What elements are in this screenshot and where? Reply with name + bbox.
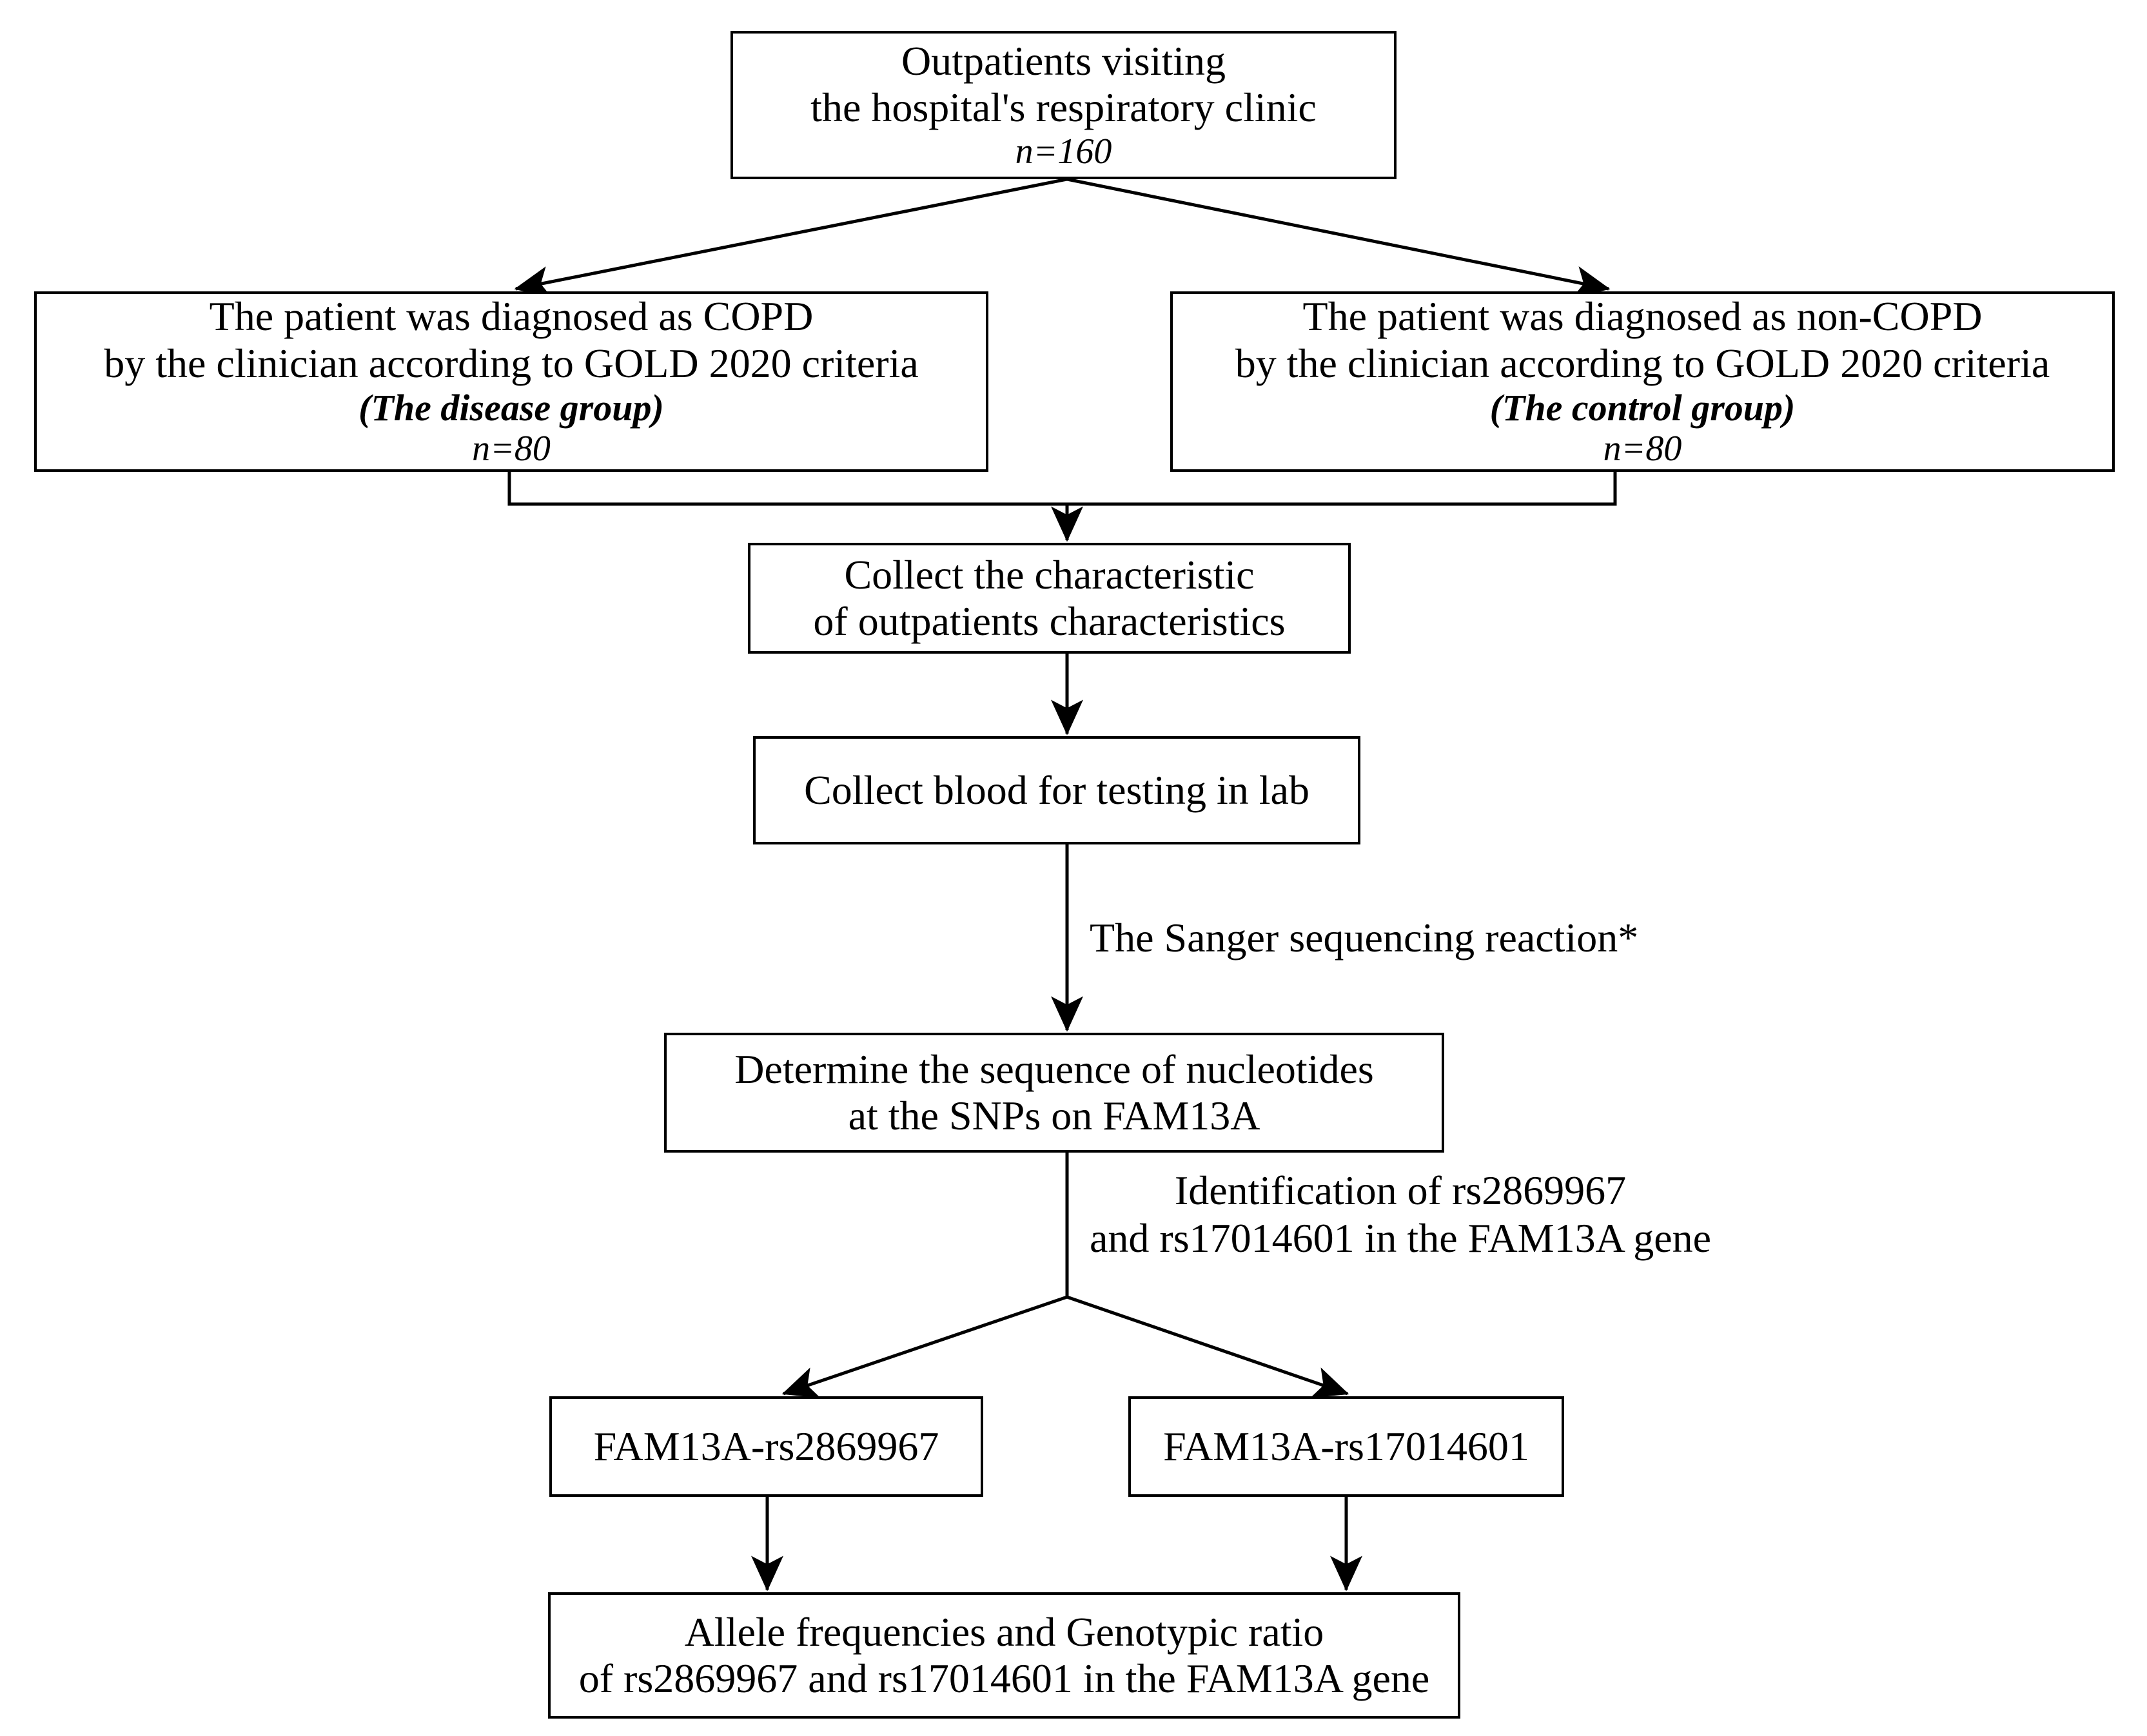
- node-collect-characteristics-line1: Collect the characteristic: [844, 551, 1255, 598]
- node-disease-group-tag: (The disease group): [358, 386, 664, 429]
- node-control-group-line1: The patient was diagnosed as non-COPD: [1302, 293, 1983, 340]
- node-control-group-tag: (The control group): [1489, 386, 1796, 429]
- node-snp-rs2869967[interactable]: FAM13A-rs2869967: [549, 1396, 983, 1497]
- node-disease-group-line1: The patient was diagnosed as COPD: [209, 293, 814, 340]
- node-results-line2: of rs2869967 and rs17014601 in the FAM13…: [578, 1655, 1430, 1701]
- node-results-line1: Allele frequencies and Genotypic ratio: [684, 1608, 1324, 1655]
- node-disease-group[interactable]: The patient was diagnosed as COPD by the…: [34, 291, 988, 472]
- edge-label-identification-line2: and rs17014601 in the FAM13A gene: [1090, 1214, 1712, 1261]
- node-determine-sequence[interactable]: Determine the sequence of nucleotides at…: [664, 1033, 1444, 1153]
- node-disease-group-line2: by the clinician according to GOLD 2020 …: [104, 340, 919, 386]
- node-outpatients-line1: Outpatients visiting: [901, 38, 1226, 84]
- edge-sequence-to-snp-right: [1066, 1295, 1349, 1398]
- node-results[interactable]: Allele frequencies and Genotypic ratio o…: [548, 1592, 1460, 1719]
- edge-outpatients-to-disease: [514, 177, 1068, 298]
- node-collect-characteristics[interactable]: Collect the characteristic of outpatient…: [748, 543, 1351, 654]
- node-snp-rs2869967-line1: FAM13A-rs2869967: [593, 1423, 939, 1469]
- node-collect-blood[interactable]: Collect blood for testing in lab: [753, 736, 1360, 844]
- node-determine-sequence-line1: Determine the sequence of nucleotides: [734, 1046, 1374, 1092]
- node-determine-sequence-line2: at the SNPs on FAM13A: [848, 1093, 1260, 1138]
- edge-label-identification-line1: Identification of rs2869967: [1174, 1167, 1627, 1213]
- edge-outpatients-to-control: [1066, 177, 1611, 298]
- node-collect-characteristics-line2: of outpatients characteristics: [813, 598, 1286, 644]
- node-outpatients[interactable]: Outpatients visiting the hospital's resp…: [730, 31, 1397, 179]
- node-control-group[interactable]: The patient was diagnosed as non-COPD by…: [1170, 291, 2115, 472]
- edge-label-identification: Identification of rs2869967 and rs170146…: [1090, 1167, 1711, 1262]
- edge-label-sanger-line1: The Sanger sequencing reaction*: [1090, 915, 1639, 961]
- node-outpatients-count: n=160: [1015, 131, 1112, 171]
- edge-groups-merge: [507, 472, 1617, 506]
- node-control-group-count: n=80: [1603, 429, 1682, 469]
- node-disease-group-count: n=80: [472, 429, 551, 469]
- edge-label-sanger: The Sanger sequencing reaction*: [1090, 914, 1638, 962]
- node-snp-rs17014601[interactable]: FAM13A-rs17014601: [1128, 1396, 1564, 1497]
- node-control-group-line2: by the clinician according to GOLD 2020 …: [1235, 340, 2050, 386]
- edge-sequence-to-snp-left: [781, 1295, 1068, 1398]
- node-outpatients-line2: the hospital's respiratory clinic: [810, 84, 1317, 131]
- node-collect-blood-line1: Collect blood for testing in lab: [804, 766, 1309, 813]
- node-snp-rs17014601-line1: FAM13A-rs17014601: [1163, 1423, 1529, 1469]
